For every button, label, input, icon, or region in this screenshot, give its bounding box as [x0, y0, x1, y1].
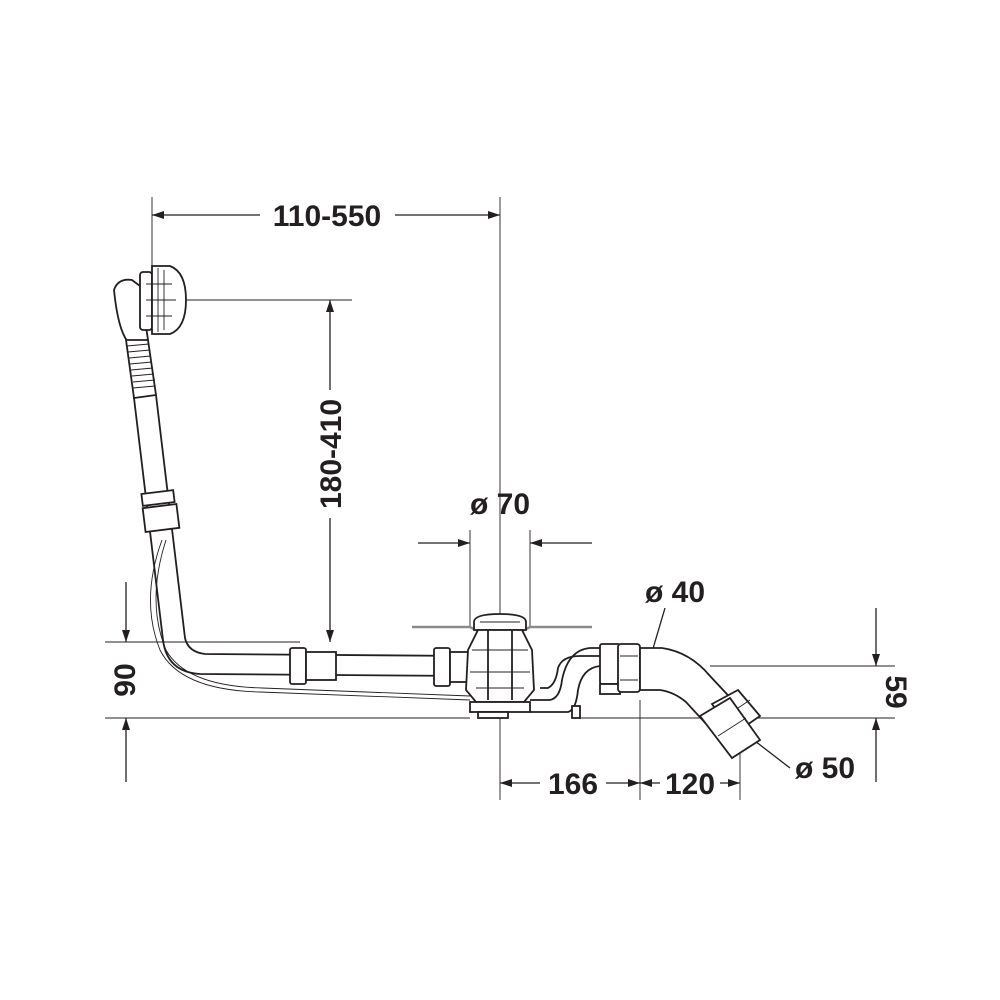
dim-drain-height: 90	[109, 663, 142, 696]
dim-drain-diameter: ø 70	[470, 488, 530, 521]
overflow-head	[113, 265, 187, 343]
dim-outlet-diameter-50: ø 50	[795, 752, 855, 785]
overflow-corrugated-hose	[124, 339, 158, 400]
bowden-cable	[150, 539, 471, 701]
dim-outlet-diameter-40: ø 40	[645, 576, 705, 609]
dim-overflow-length: 110-550	[273, 200, 381, 233]
dim-outlet-offset: 166	[548, 768, 598, 801]
overflow-pipe	[133, 394, 471, 687]
dimension-arrows	[122, 211, 880, 787]
dim-outlet-height: 59	[879, 675, 912, 708]
dimension-labels: 110-550 180-410 ø 70 ø 40 ø 50 90 59 166…	[109, 200, 912, 801]
dim-elbow-offset: 120	[665, 768, 715, 801]
outlet-elbow	[617, 643, 762, 760]
dim-overflow-height: 180-410	[315, 399, 348, 509]
siphon-trap	[530, 643, 621, 719]
hose-ribs	[126, 343, 156, 389]
drain-valve	[465, 613, 535, 719]
